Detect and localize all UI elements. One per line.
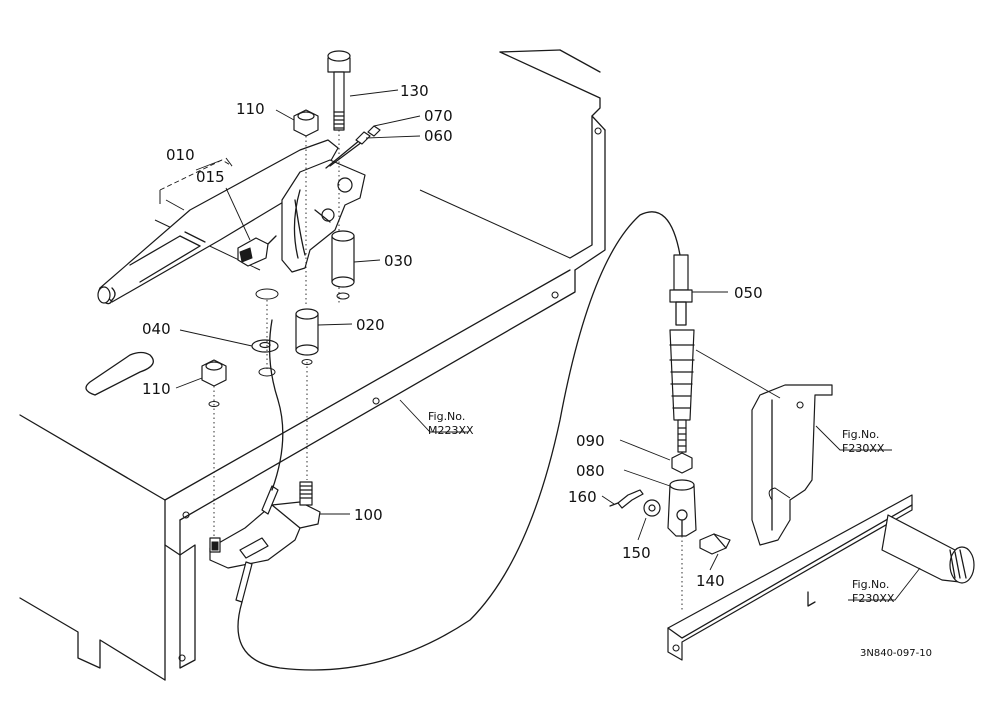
ref-f230-code-lower: F230XX	[852, 592, 895, 605]
leader-lines	[165, 89, 921, 601]
label-140: 140	[696, 572, 725, 590]
brake-lever	[97, 139, 366, 305]
label-070: 070	[424, 107, 453, 125]
bolt-and-nuts	[293, 50, 381, 305]
label-090: 090	[576, 432, 605, 450]
right-plate	[751, 384, 833, 546]
label-050: 050	[734, 284, 763, 302]
label-110-lower: 110	[142, 380, 171, 398]
label-100: 100	[354, 506, 383, 524]
drawing-code: 3N840-097-10	[860, 648, 932, 659]
label-150: 150	[622, 544, 651, 562]
label-015: 015	[196, 168, 225, 186]
ref-f230-code-upper: F230XX	[842, 442, 885, 455]
brake-cable	[237, 211, 695, 671]
label-010: 010	[166, 146, 195, 164]
label-020: 020	[356, 316, 385, 334]
cable-bracket	[209, 481, 321, 603]
label-030: 030	[384, 252, 413, 270]
label-040: 040	[142, 320, 171, 338]
collars-and-washers	[201, 230, 355, 540]
ref-m223-title: Fig.No.	[428, 410, 465, 423]
clevis-assembly	[609, 479, 731, 612]
shaft-rod	[667, 494, 975, 661]
ref-m223-code: M223XX	[428, 424, 474, 437]
label-080: 080	[576, 462, 605, 480]
ref-f230-title-upper: Fig.No.	[842, 428, 879, 441]
label-110-top: 110	[236, 100, 265, 118]
label-160: 160	[568, 488, 597, 506]
label-130: 130	[400, 82, 429, 100]
ref-f230-title-lower: Fig.No.	[852, 578, 889, 591]
label-060: 060	[424, 127, 453, 145]
frame-panel	[19, 49, 606, 681]
